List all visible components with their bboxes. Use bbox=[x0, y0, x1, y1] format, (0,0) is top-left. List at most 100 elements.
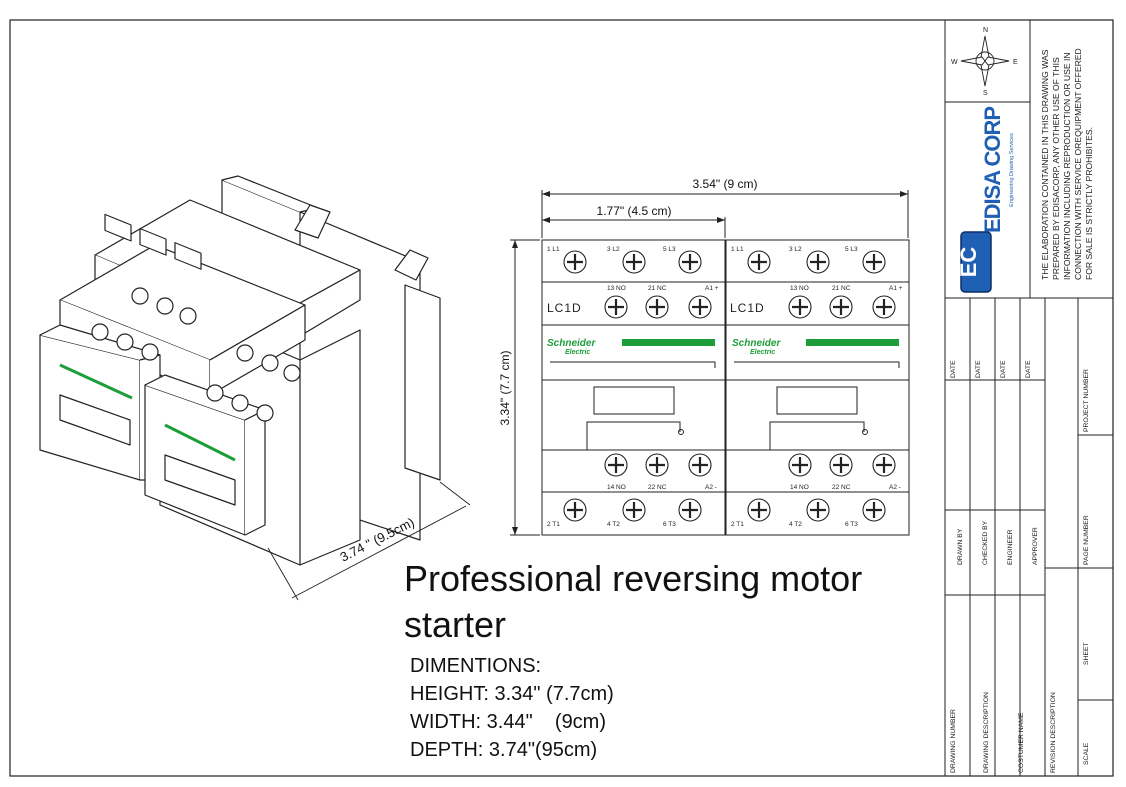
terminal-label: 13 NO bbox=[790, 285, 809, 292]
brand-logo-text: Schneider bbox=[547, 338, 596, 349]
screw-slot bbox=[876, 457, 892, 473]
terminal-label: 22 NC bbox=[648, 484, 667, 491]
dimension-depth: DEPTH: 3.74"(95cm) bbox=[410, 739, 598, 761]
terminal-label: 3 L2 bbox=[789, 246, 802, 253]
drawing-title: Professional reversing motor starter bbox=[404, 556, 862, 648]
sheet-border bbox=[9, 19, 1114, 777]
half-width-label: 1.77" (4.5 cm) bbox=[597, 204, 672, 218]
screw-slot bbox=[833, 457, 849, 473]
terminal-label: 6 T3 bbox=[663, 521, 676, 528]
contactor-right: 1 L1 3 L2 5 L3 13 NO 21 NC A1 + LC1D Sch… bbox=[730, 246, 903, 528]
screw-slot bbox=[792, 457, 808, 473]
terminal-label: 5 L3 bbox=[663, 246, 676, 253]
screw-slot bbox=[876, 299, 892, 315]
label-checked-by: CHECKED BY bbox=[982, 520, 989, 565]
terminal-label: A2 - bbox=[705, 484, 717, 491]
compass-north: N bbox=[983, 27, 988, 34]
terminal-label: 1 L1 bbox=[731, 246, 744, 253]
compass-east: E bbox=[1013, 59, 1018, 66]
compass-south: S bbox=[983, 90, 988, 97]
title-line-1: Professional reversing motor bbox=[404, 558, 863, 599]
compass-labels: N S E W bbox=[951, 27, 1018, 97]
screw-slot bbox=[567, 254, 583, 270]
title-line-2: starter bbox=[404, 604, 507, 645]
dimensions-list: DIMENTIONS: HEIGHT: 3.34" (7.7cm) WIDTH:… bbox=[410, 652, 614, 764]
label-date: DATE bbox=[1000, 360, 1007, 378]
iso-green-band bbox=[59, 363, 133, 400]
brand-green-bar bbox=[622, 339, 715, 346]
screw-slot bbox=[692, 299, 708, 315]
model-label: LC1D bbox=[730, 301, 765, 315]
label-engineer: ENGINEER bbox=[1007, 529, 1014, 565]
terminal-label: A1 + bbox=[705, 285, 719, 292]
dimension-width: WIDTH: 3.44" (9cm) bbox=[410, 711, 607, 733]
label-drawing-number: DRAWING NUMBER bbox=[950, 709, 957, 773]
legal-notice: THE ELABORATION CONTAINED IN THIS DRAWIN… bbox=[1040, 48, 1094, 280]
terminal-label: 21 NC bbox=[648, 285, 667, 292]
contactor-left: 1 L1 3 L2 5 L3 13 NO 21 NC A1 + LC1D Sch… bbox=[547, 246, 719, 528]
screw-slot bbox=[833, 299, 849, 315]
model-label: LC1D bbox=[547, 301, 582, 315]
label-approver: APPROVER bbox=[1032, 527, 1039, 565]
brand-logo-subtext: Electric bbox=[750, 349, 775, 356]
label-sheet: SHEET bbox=[1083, 642, 1090, 665]
label-date: DATE bbox=[975, 360, 982, 378]
terminal-label: 4 T2 bbox=[789, 521, 802, 528]
terminal-label: 2 T1 bbox=[731, 521, 744, 528]
screw-slot bbox=[866, 502, 882, 518]
screw-slot bbox=[751, 254, 767, 270]
label-drawing-description: DRAWING DESCRIPTION bbox=[983, 692, 990, 773]
screw-slot bbox=[792, 299, 808, 315]
screw-slot bbox=[751, 502, 767, 518]
label-revision-description: REVISION DESCRIPTION bbox=[1050, 692, 1057, 773]
terminal-screws bbox=[563, 250, 896, 522]
screw-slot bbox=[626, 502, 642, 518]
dimensions-heading: DIMENTIONS: bbox=[410, 655, 542, 677]
screw-slot bbox=[608, 457, 624, 473]
terminal-label: 22 NC bbox=[832, 484, 851, 491]
brand-logo-subtext: Electric bbox=[565, 349, 590, 356]
terminal-label: 6 T3 bbox=[845, 521, 858, 528]
terminal-label: A1 + bbox=[889, 285, 903, 292]
screw-slot bbox=[649, 457, 665, 473]
label-project-number: PROJECT NUMBER bbox=[1083, 369, 1090, 432]
label-scale: SCALE bbox=[1083, 742, 1090, 765]
compass-icon bbox=[960, 35, 1010, 87]
overall-width-label: 3.54" (9 cm) bbox=[693, 177, 758, 191]
label-date: DATE bbox=[1025, 360, 1032, 378]
screw-slot bbox=[810, 254, 826, 270]
label-date: DATE bbox=[950, 360, 957, 378]
logo-tagline: Engineering Drawing Services bbox=[1009, 133, 1015, 207]
terminal-label: 14 NO bbox=[790, 484, 809, 491]
dimension-height: HEIGHT: 3.34" (7.7cm) bbox=[410, 683, 614, 705]
screw-slot bbox=[682, 502, 698, 518]
terminal-label: 4 T2 bbox=[607, 521, 620, 528]
dimension-arrows bbox=[512, 191, 908, 535]
brand-logo-text: Schneider bbox=[732, 338, 781, 349]
label-drawn-by: DRAWN BY bbox=[957, 528, 964, 565]
screw-slot bbox=[608, 299, 624, 315]
label-page-number: PAGE NUMBER bbox=[1083, 515, 1090, 565]
terminal-label: 3 L2 bbox=[607, 246, 620, 253]
compass-west: W bbox=[951, 59, 958, 66]
title-block-labels: DATE DATE DATE DATE DRAWN BY CHECKED BY … bbox=[950, 360, 1090, 773]
depth-dimension bbox=[267, 481, 471, 601]
terminal-label: 1 L1 bbox=[547, 246, 560, 253]
title-block bbox=[944, 20, 1113, 776]
label-customer-name: COSTUMER NAME bbox=[1018, 712, 1025, 773]
iso-green-band bbox=[164, 423, 236, 462]
screw-slot bbox=[649, 299, 665, 315]
brand-green-bar bbox=[806, 339, 899, 346]
logo-name: EDISA CORP bbox=[980, 107, 1005, 233]
screw-slot bbox=[866, 254, 882, 270]
screw-slot bbox=[810, 502, 826, 518]
terminal-label: 2 T1 bbox=[547, 521, 560, 528]
terminal-label: 13 NO bbox=[607, 285, 626, 292]
screw-slot bbox=[682, 254, 698, 270]
company-logo: EC EDISA CORP Engineering Drawing Servic… bbox=[956, 107, 1015, 293]
terminal-label: 14 NO bbox=[607, 484, 626, 491]
screw-slot bbox=[567, 502, 583, 518]
terminal-label: 21 NC bbox=[832, 285, 851, 292]
terminal-label: A2 - bbox=[889, 484, 901, 491]
